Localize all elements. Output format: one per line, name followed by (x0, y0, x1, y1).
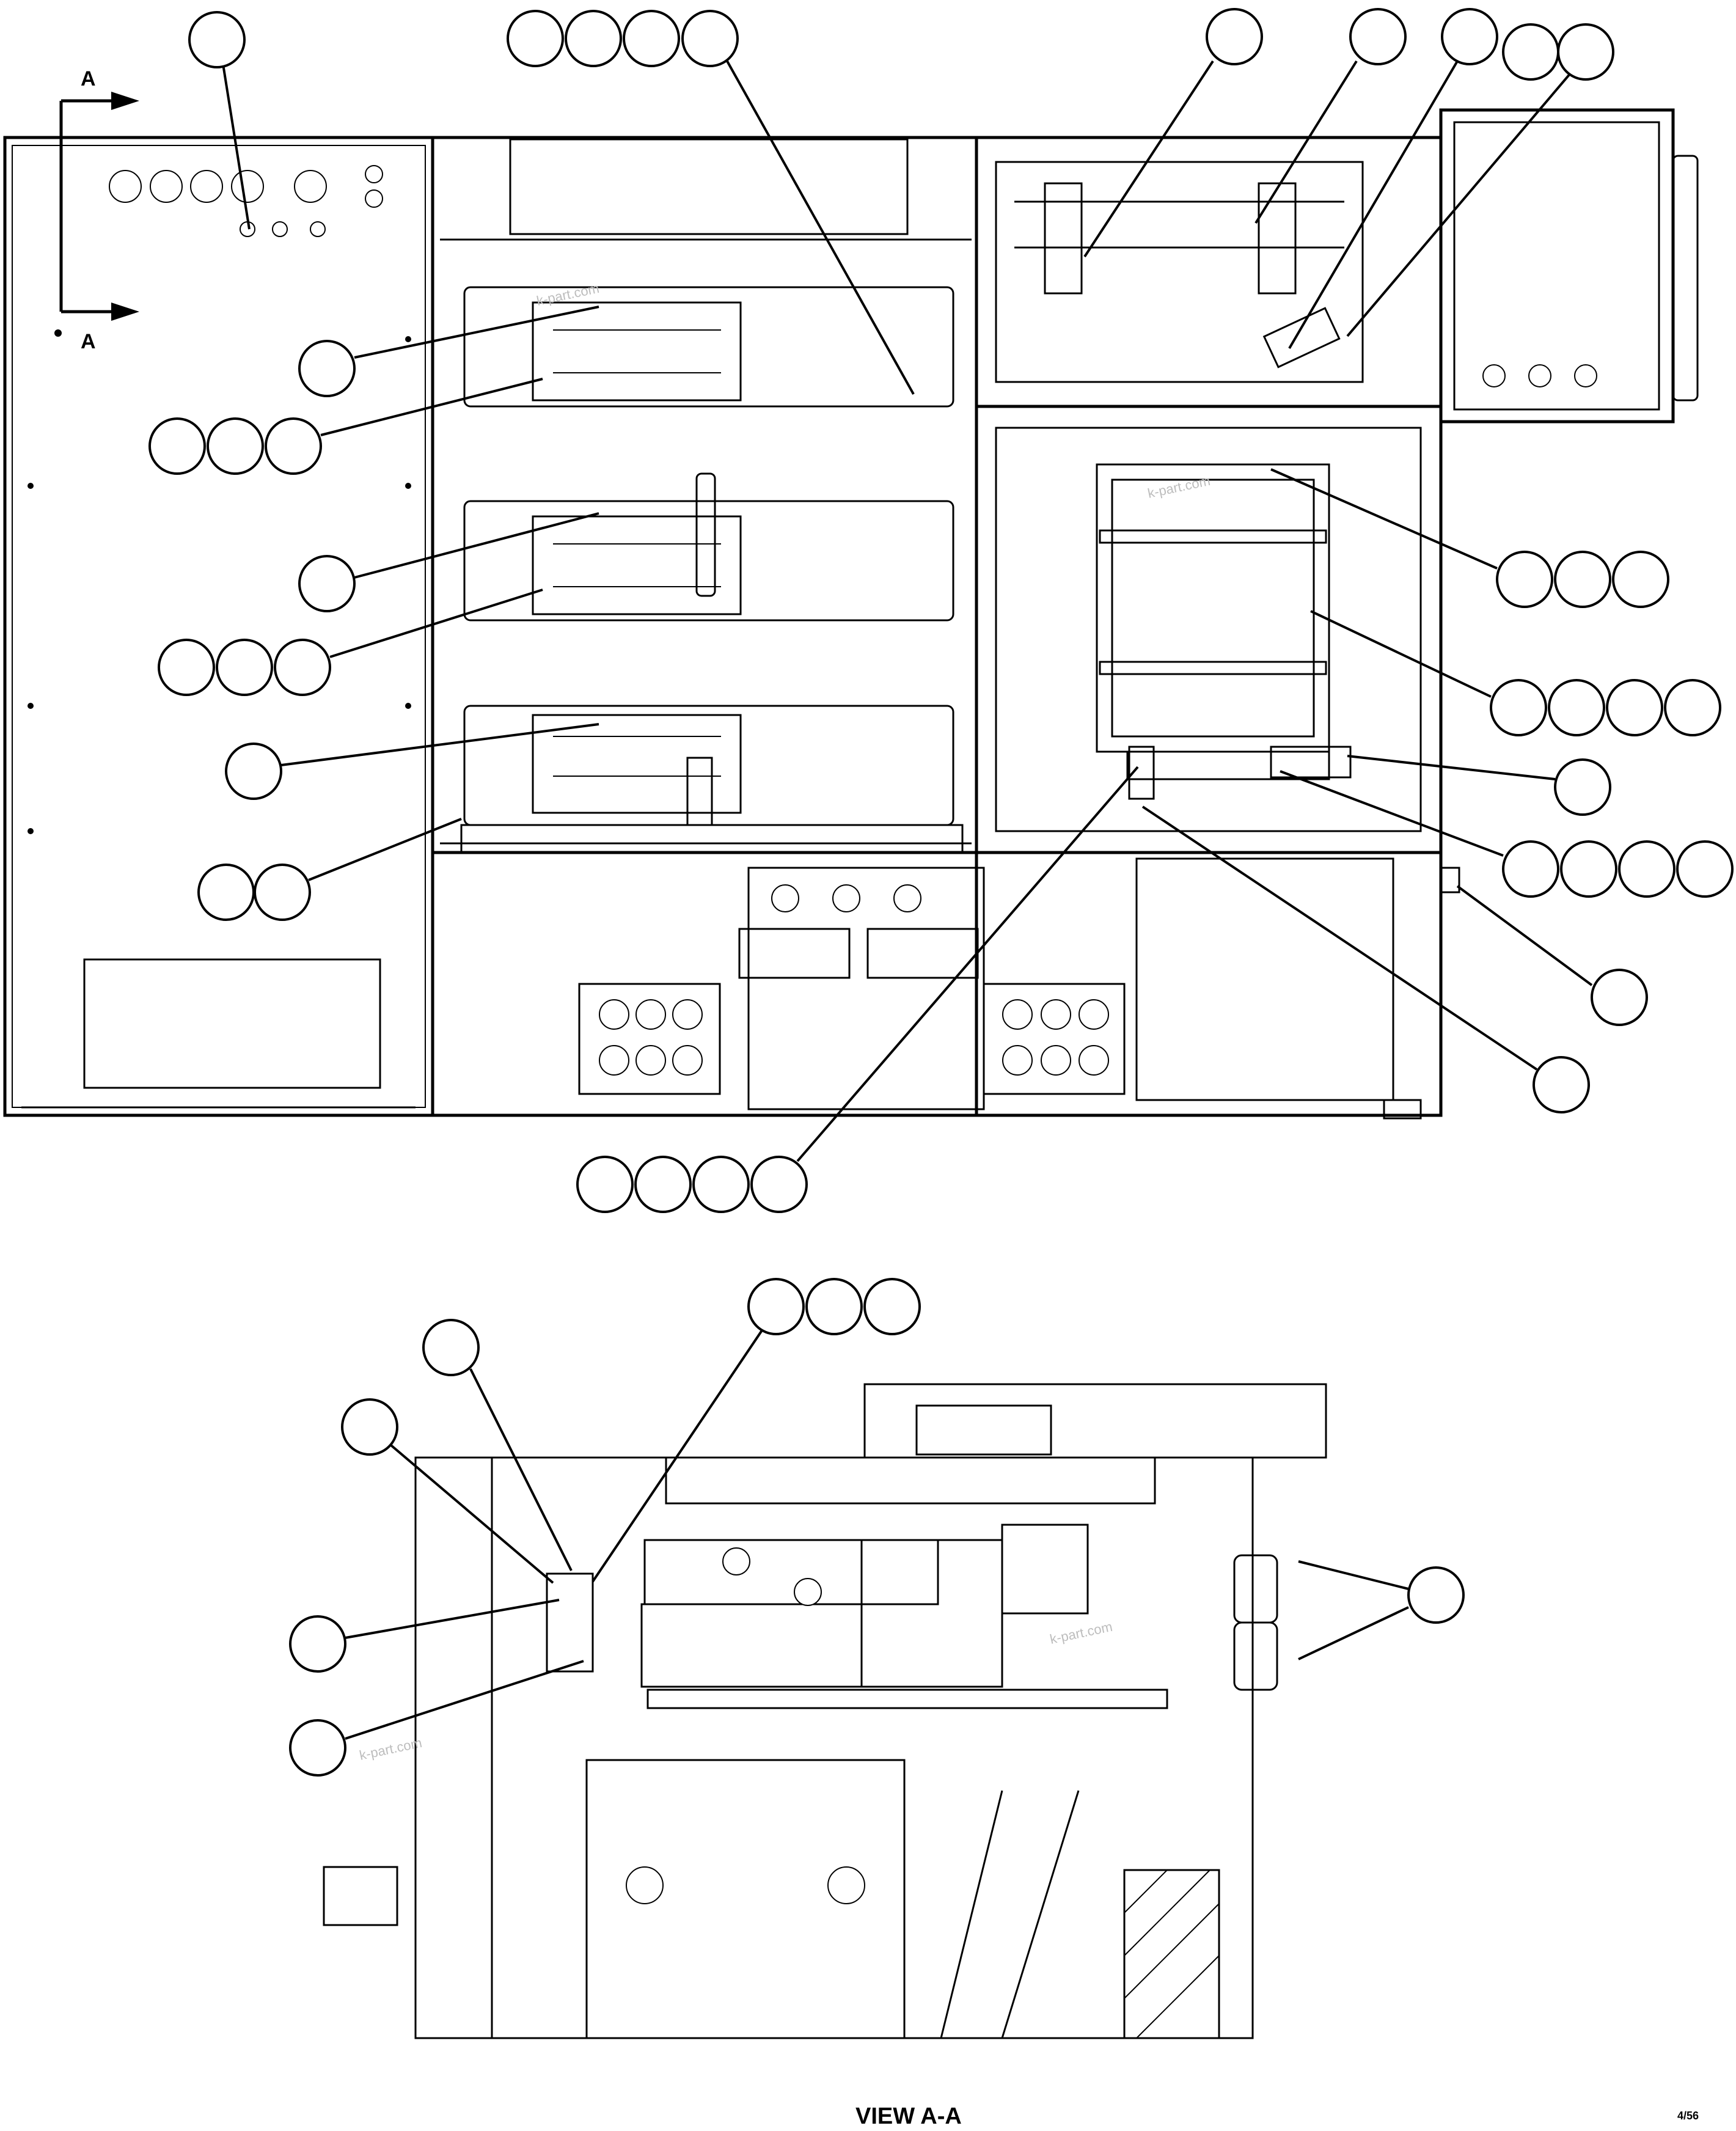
callout-g11 (197, 818, 462, 921)
watermark-2: k-part.com (1146, 473, 1212, 501)
callout-bubble-icon (747, 1278, 805, 1335)
callout-bubble-icon (1612, 551, 1669, 608)
callout-bubble-icon (1554, 551, 1611, 608)
callout-bubble-icon (1496, 551, 1553, 608)
callout-bubble-icon (289, 1719, 346, 1777)
callout-bubble-icon (750, 1156, 808, 1213)
section-view-a-a: k-part.com k-part.com (323, 1383, 1327, 2039)
callout-g1 (188, 11, 251, 230)
callout-g2 (507, 10, 915, 395)
callout-v4 (289, 1599, 560, 1673)
callout-bubble-icon (805, 1278, 863, 1335)
callout-bubble-icon (422, 1319, 480, 1376)
callout-g4 (1254, 8, 1407, 224)
callout-g18 (576, 766, 1139, 1213)
callout-bubble-icon (1560, 840, 1617, 898)
callout-g12 (1270, 468, 1669, 608)
callout-v2 (341, 1398, 554, 1584)
callout-bubble-icon (289, 1615, 346, 1673)
sheet-code: 4/56 (1677, 2110, 1699, 2122)
callout-g6 (298, 306, 599, 397)
callout-bubble-icon (623, 10, 680, 67)
callout-bubble-icon (1349, 8, 1407, 65)
callout-bubble-icon (1441, 8, 1498, 65)
callout-v6 (1298, 1560, 1465, 1660)
callout-bubble-icon (1206, 8, 1263, 65)
callout-bubble-icon (1618, 840, 1676, 898)
section-arrow-icon (59, 92, 139, 321)
callout-bubble-icon (158, 639, 215, 696)
callout-g10 (225, 723, 599, 800)
callout-bubble-icon (1591, 969, 1648, 1026)
callout-bubble-icon (265, 417, 322, 475)
callout-bubble-icon (1676, 840, 1734, 898)
section-label-top: A (81, 67, 96, 90)
callout-bubble-icon (863, 1278, 921, 1335)
callout-g14 (1347, 755, 1611, 816)
callout-g7 (148, 378, 543, 475)
callout-g15 (1280, 770, 1734, 898)
callout-bubble-icon (188, 11, 246, 68)
callout-bubble-icon (1557, 23, 1614, 81)
callout-bubble-icon (197, 864, 255, 921)
callout-bubble-icon (216, 639, 273, 696)
callout-bubble-icon (207, 417, 264, 475)
main-cabinet-view: A A k-part.com k-part.com (3, 67, 1699, 1120)
callout-bubble-icon (1664, 679, 1721, 736)
view-caption: VIEW A-A (855, 2103, 962, 2129)
callout-bubble-icon (298, 555, 356, 612)
callout-bubble-icon (1554, 758, 1611, 816)
callout-g16 (1456, 885, 1648, 1026)
callout-bubble-icon (341, 1398, 398, 1456)
callout-bubble-icon (576, 1156, 634, 1213)
callout-bubble-icon (634, 1156, 692, 1213)
callout-g13 (1310, 610, 1721, 736)
callout-g17 (1141, 805, 1590, 1113)
callout-bubble-icon (274, 639, 331, 696)
watermark-4: k-part.com (358, 1735, 423, 1763)
callout-bubble-icon (1606, 679, 1663, 736)
callout-bubble-icon (1490, 679, 1547, 736)
callout-bubble-icon (225, 743, 282, 800)
callout-bubble-icon (1502, 840, 1559, 898)
callout-bubble-icon (1548, 679, 1605, 736)
watermark-1: k-part.com (535, 281, 601, 309)
callout-g8 (298, 512, 599, 612)
callout-v3 (591, 1278, 921, 1583)
callout-bubble-icon (1533, 1056, 1590, 1113)
callout-bubble-icon (507, 10, 564, 67)
callout-bubble-icon (1407, 1566, 1465, 1624)
section-label-bottom: A (81, 330, 96, 353)
callout-bubble-icon (1502, 23, 1559, 81)
callout-bubble-icon (254, 864, 311, 921)
callout-bubble-icon (565, 10, 622, 67)
callout-g9 (158, 589, 543, 696)
callout-v5 (289, 1660, 584, 1777)
watermark-3: k-part.com (1049, 1619, 1114, 1647)
callout-g3 (1083, 8, 1263, 258)
callout-bubble-icon (681, 10, 739, 67)
callout-bubble-icon (148, 417, 206, 475)
callout-bubble-icon (692, 1156, 750, 1213)
callout-g5 (1288, 8, 1614, 350)
callout-v1 (422, 1319, 573, 1571)
callout-bubble-icon (298, 340, 356, 397)
